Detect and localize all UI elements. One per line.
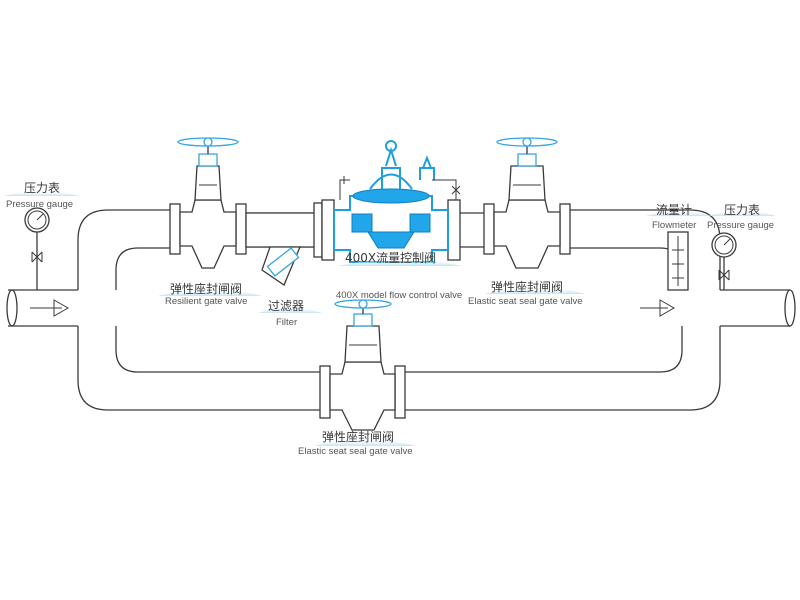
flow-control-valve	[321, 140, 461, 263]
resilient-gate-valve-en: Resilient gate valve	[165, 296, 247, 307]
elastic-gate-valve-bottom-cn: 弹性座封闸阀	[322, 429, 394, 444]
filter-cn: 过滤器	[268, 299, 304, 313]
pressure-gauge-right-en: Pressure gauge	[707, 220, 774, 231]
flowmeter-cn: 流量计	[656, 203, 692, 217]
pressure-gauge-right-cn: 压力表	[724, 203, 760, 217]
elastic-gate-valve-right	[483, 137, 571, 269]
elastic-gate-valve-right-cn: 弹性座封闸阀	[491, 279, 563, 294]
pressure-gauge-left	[24, 207, 50, 290]
flowmeter	[667, 231, 689, 291]
filter-strainer	[245, 202, 323, 286]
label-backgrounds	[4, 191, 776, 446]
pressure-gauge-right	[711, 232, 737, 290]
flowmeter-en: Flowmeter	[652, 220, 696, 231]
pressure-gauge-left-en: Pressure gauge	[6, 199, 73, 210]
elastic-gate-valve-bottom	[319, 299, 406, 431]
flow-control-valve-cn: 400X流量控制阀	[345, 251, 436, 265]
resilient-gate-valve	[169, 137, 247, 269]
labels: 压力表 Pressure gauge 弹性座封闸阀 Resilient gate…	[6, 181, 774, 457]
pressure-gauge-left-cn: 压力表	[24, 181, 60, 195]
elastic-gate-valve-bottom-en: Elastic seat seal gate valve	[298, 446, 413, 457]
resilient-gate-valve-cn: 弹性座封闸阀	[170, 281, 242, 296]
filter-en: Filter	[276, 317, 297, 328]
flow-control-valve-en: 400X model flow control valve	[336, 290, 462, 301]
elastic-gate-valve-right-en: Elastic seat seal gate valve	[468, 296, 583, 307]
